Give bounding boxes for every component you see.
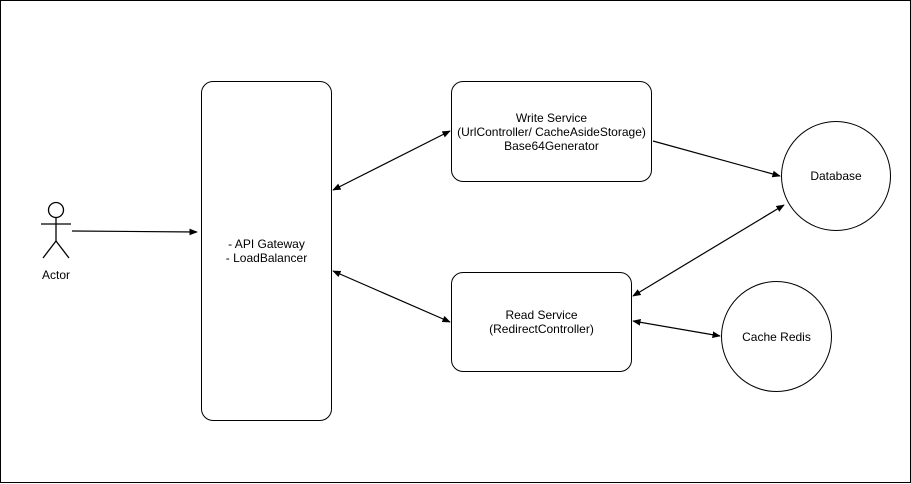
write-service-line-2: (UrlController/ CacheAsideStorage) xyxy=(457,124,646,139)
database-label: Database xyxy=(810,169,862,183)
edge-gateway-read-service xyxy=(332,270,451,323)
actor-right-leg xyxy=(55,240,70,259)
api-gateway-box[interactable]: - API Gateway - LoadBalancer xyxy=(201,81,332,421)
actor-label: Actor xyxy=(41,268,70,282)
read-service-box[interactable]: Read Service (RedirectController) xyxy=(451,272,632,372)
edge-write-service-database xyxy=(652,140,781,178)
read-service-text: Read Service (RedirectController) xyxy=(489,308,594,336)
edge-read-service-cache xyxy=(632,318,721,339)
api-gateway-text: - API Gateway - LoadBalancer xyxy=(226,237,307,265)
database-node[interactable]: Database xyxy=(781,121,891,231)
actor-left-leg xyxy=(42,240,57,259)
api-gateway-line-1: - API Gateway xyxy=(228,237,305,251)
actor-figure xyxy=(41,201,71,259)
edge-gateway-write-service xyxy=(332,130,451,191)
write-service-text: Write Service (UrlController/ CacheAside… xyxy=(457,111,646,153)
read-service-line-2: (RedirectController) xyxy=(489,322,594,336)
cache-redis-label: Cache Redis xyxy=(742,329,811,344)
cache-redis-node[interactable]: Cache Redis xyxy=(721,281,832,392)
edge-read-service-database xyxy=(632,204,785,297)
write-service-box[interactable]: Write Service (UrlController/ CacheAside… xyxy=(451,81,652,182)
actor-head xyxy=(47,201,65,219)
edge-actor-gateway xyxy=(71,228,198,236)
write-service-line-3: Base64Generator xyxy=(504,138,599,153)
write-service-line-1: Write Service xyxy=(515,110,588,125)
api-gateway-line-2: - LoadBalancer xyxy=(225,251,308,265)
read-service-line-1: Read Service xyxy=(505,308,578,322)
